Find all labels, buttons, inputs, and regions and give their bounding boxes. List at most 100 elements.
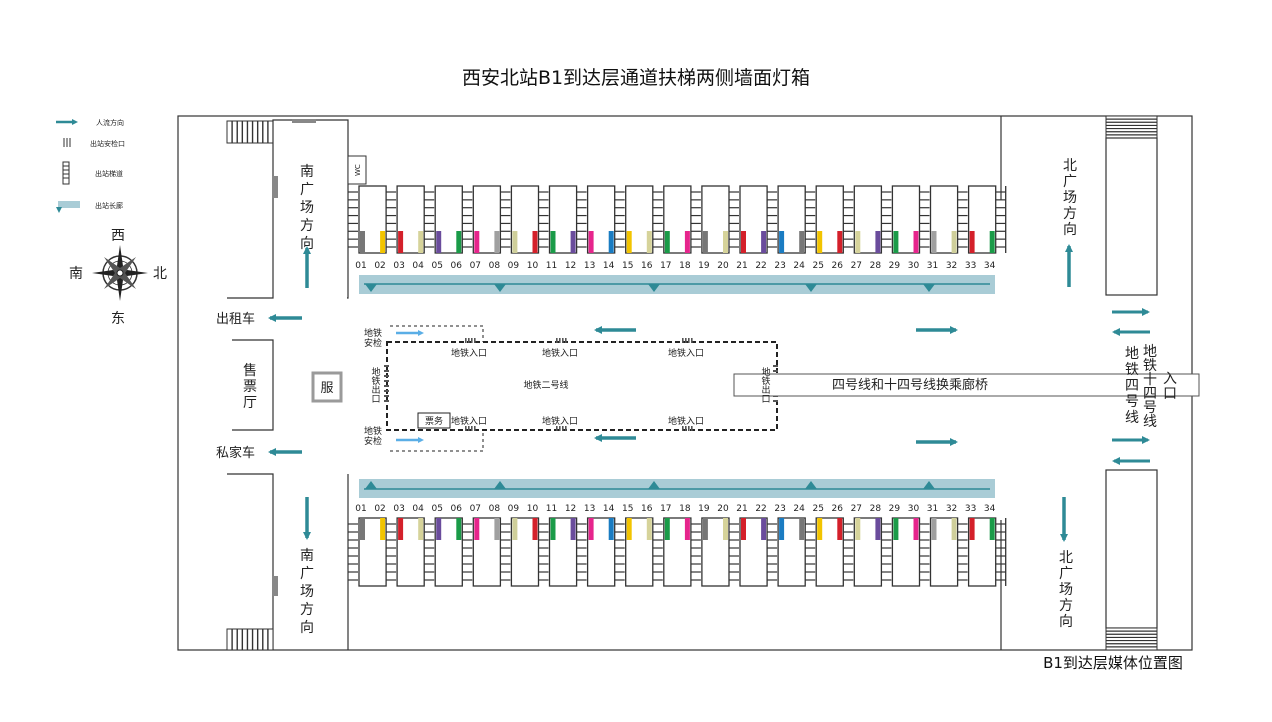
media-lightbox <box>436 231 442 253</box>
north-plaza-text-top: 北广场方向 <box>1063 158 1077 238</box>
line14-text: 地铁十四号线 <box>1143 344 1157 430</box>
transfer-bridge-label: 四号线和十四号线换乘廊桥 <box>832 377 988 393</box>
stall-number: 06 <box>451 261 463 271</box>
escalator-stall <box>805 517 844 587</box>
stall-number: 31 <box>927 504 938 514</box>
escalator-stall <box>805 185 844 254</box>
gate-icon <box>465 426 476 431</box>
flow-arrows-south <box>268 246 311 540</box>
escalator-stall <box>462 185 502 254</box>
compass-north: 北 <box>153 266 167 282</box>
media-lightbox <box>969 231 975 253</box>
media-lightbox <box>875 231 881 253</box>
stall-number: 03 <box>393 261 404 271</box>
flow-arrows-middle <box>594 326 958 446</box>
stall-number: 29 <box>889 504 901 514</box>
escalator-stall <box>690 517 730 587</box>
metro-entrance-label: 地铁入口 <box>451 347 487 359</box>
taxi-label: 出租车 <box>216 311 255 327</box>
escalator-stall <box>843 185 883 254</box>
stall-number: 22 <box>755 504 766 514</box>
ticket-hall-text: 售票厅 <box>243 363 257 411</box>
south-door-side-bottom <box>272 576 278 596</box>
media-lightbox <box>779 231 785 253</box>
media-lightbox <box>588 231 594 253</box>
stall-number: 11 <box>546 504 557 514</box>
stall-number: 17 <box>660 504 671 514</box>
escalator-stall <box>424 185 463 254</box>
media-lightbox <box>855 231 861 253</box>
stall-number: 29 <box>889 261 901 271</box>
gate-icon <box>384 365 389 402</box>
compass-west: 西 <box>111 228 125 244</box>
escalator-stall <box>843 517 883 587</box>
compass-south: 南 <box>69 266 83 282</box>
escalator-stall <box>576 185 616 254</box>
stall-number: 26 <box>832 261 844 271</box>
compass: 西 南 北 东 <box>69 228 167 327</box>
escalator-stall <box>652 517 692 587</box>
corridor-top <box>359 275 995 294</box>
stall-number: 03 <box>393 504 404 514</box>
media-lightbox <box>456 231 462 253</box>
media-lightbox <box>626 518 632 540</box>
escalator-stall <box>576 517 616 587</box>
escalator-stall <box>767 185 806 254</box>
media-lightbox <box>418 518 424 540</box>
stall-number: 14 <box>603 504 615 514</box>
media-lightbox <box>817 518 823 540</box>
stall-number: 28 <box>870 261 882 271</box>
south-stairs-bottom <box>226 628 274 651</box>
media-lightbox <box>875 518 881 540</box>
stall-number: 15 <box>622 261 633 271</box>
escalator-stall <box>424 517 463 587</box>
media-lightbox <box>723 231 728 253</box>
escalator-stall <box>957 517 997 587</box>
media-lightbox <box>532 518 538 540</box>
media-lightbox <box>646 231 652 253</box>
south-stairs-top <box>226 120 274 144</box>
stall-row-top <box>348 185 1007 254</box>
stall-number: 20 <box>717 504 729 514</box>
metro-exit-left-label: 地铁出口 <box>371 366 380 405</box>
stall-number: 13 <box>584 504 595 514</box>
stall-number: 32 <box>946 261 957 271</box>
stall-number: 06 <box>451 504 463 514</box>
media-lightbox <box>989 518 995 540</box>
gate-icon <box>465 338 476 343</box>
south-hall-bottom <box>227 473 274 650</box>
media-lightbox <box>913 518 919 540</box>
ticket-hall-box <box>232 339 274 431</box>
stall-number: 34 <box>984 261 996 271</box>
stall-number: 33 <box>965 504 976 514</box>
legend-label-corridor: 出站长廊 <box>95 201 123 210</box>
gate-icon <box>682 426 693 431</box>
stall-number: 19 <box>698 261 710 271</box>
media-lightbox <box>436 518 442 540</box>
corridor-icon <box>56 201 80 213</box>
entrance-text: 入口 <box>1163 371 1177 402</box>
media-lightbox <box>588 518 594 540</box>
south-plaza-label-top: 南广场方向 <box>300 164 314 252</box>
escalator-stall <box>881 185 921 254</box>
stall-number: 28 <box>870 504 882 514</box>
media-lightbox <box>969 518 975 540</box>
media-lightbox <box>380 231 386 253</box>
stall-number: 24 <box>793 504 805 514</box>
media-lightbox <box>893 231 899 253</box>
metro-entrance-label: 地铁入口 <box>668 347 704 359</box>
media-lightbox <box>723 518 728 540</box>
stall-number: 18 <box>679 504 691 514</box>
south-hall-top <box>227 119 349 299</box>
compass-rose-icon <box>92 245 148 301</box>
media-lightbox <box>989 231 995 253</box>
line4-text: 地铁四号线 <box>1125 346 1139 426</box>
gate-icon <box>682 338 693 343</box>
metro-line2-area: 票务 地铁二号线 <box>384 325 778 452</box>
page-title: 西安北站B1到达层通道扶梯两侧墙面灯箱 <box>462 67 810 89</box>
service-label: 服 <box>320 381 333 396</box>
escalator-stall <box>614 185 654 254</box>
metro-line2-label: 地铁二号线 <box>523 379 568 391</box>
stall-number: 10 <box>527 261 539 271</box>
